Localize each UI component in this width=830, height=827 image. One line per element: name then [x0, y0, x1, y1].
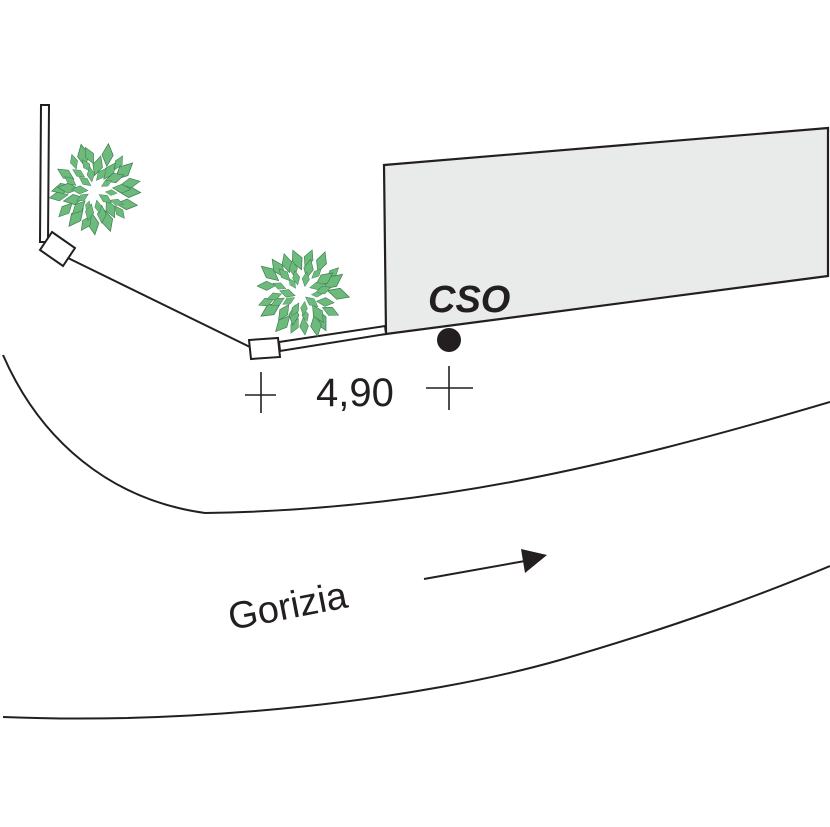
leaf: [291, 302, 300, 317]
leaf: [310, 291, 323, 298]
tree-icon: [256, 249, 351, 338]
leaf: [260, 265, 280, 282]
leaf: [101, 142, 114, 168]
leaf: [256, 280, 277, 291]
street-edge-lower: [2, 565, 830, 720]
leaf: [94, 199, 102, 214]
leaf: [100, 180, 113, 187]
leaf: [70, 153, 78, 170]
leaf: [114, 205, 125, 219]
leaf: [78, 177, 92, 186]
street-edge-upper: [2, 354, 830, 515]
leaf: [104, 189, 118, 196]
leaf: [281, 253, 292, 274]
leaf: [279, 289, 296, 298]
leaf: [103, 162, 116, 180]
leaf: [96, 167, 107, 181]
leaf: [86, 166, 95, 183]
leaf: [316, 251, 327, 273]
leaf: [278, 303, 290, 321]
leaf: [114, 155, 123, 171]
leaf: [290, 317, 299, 334]
leaf: [98, 194, 113, 203]
building-label: CSO: [428, 279, 510, 321]
leaf: [109, 198, 124, 206]
boundary-line: [67, 257, 253, 349]
leaf: [288, 278, 296, 289]
leaf: [315, 297, 335, 307]
leaf: [85, 203, 95, 222]
leaf: [72, 169, 86, 178]
leaf: [70, 185, 89, 195]
building-cso: [382, 126, 830, 336]
leaf: [92, 155, 103, 177]
leaf: [64, 176, 77, 186]
leaf: [48, 191, 69, 202]
wall-left: [38, 104, 51, 243]
direction-arrow-icon: [423, 549, 547, 580]
leaf: [292, 270, 301, 286]
dimension-cross-right: [426, 366, 473, 410]
wall-low: [277, 324, 388, 353]
street-name: Gorizia: [225, 574, 352, 638]
leaf: [299, 316, 309, 336]
tree-icon: [48, 142, 142, 236]
leaf: [111, 183, 132, 194]
leaf: [57, 168, 75, 180]
pillar-left: [38, 230, 77, 268]
leaf: [272, 282, 287, 290]
pillar-right: [247, 336, 282, 361]
leaf: [291, 249, 303, 271]
leaf: [270, 297, 285, 306]
leaf: [76, 193, 89, 202]
leaf: [300, 300, 308, 316]
leaf: [301, 271, 310, 287]
leaf: [85, 200, 91, 211]
leaf: [311, 268, 322, 279]
leaf: [309, 281, 326, 291]
dimension-cross-left: [245, 372, 276, 413]
dimension-value: 4,90: [316, 371, 394, 415]
leaf: [68, 207, 84, 228]
leaf: [282, 297, 295, 305]
cso-marker-dot: [437, 328, 461, 352]
leaf: [266, 292, 283, 301]
leaf: [305, 296, 319, 308]
leaf: [71, 200, 86, 215]
leaf: [321, 306, 340, 316]
